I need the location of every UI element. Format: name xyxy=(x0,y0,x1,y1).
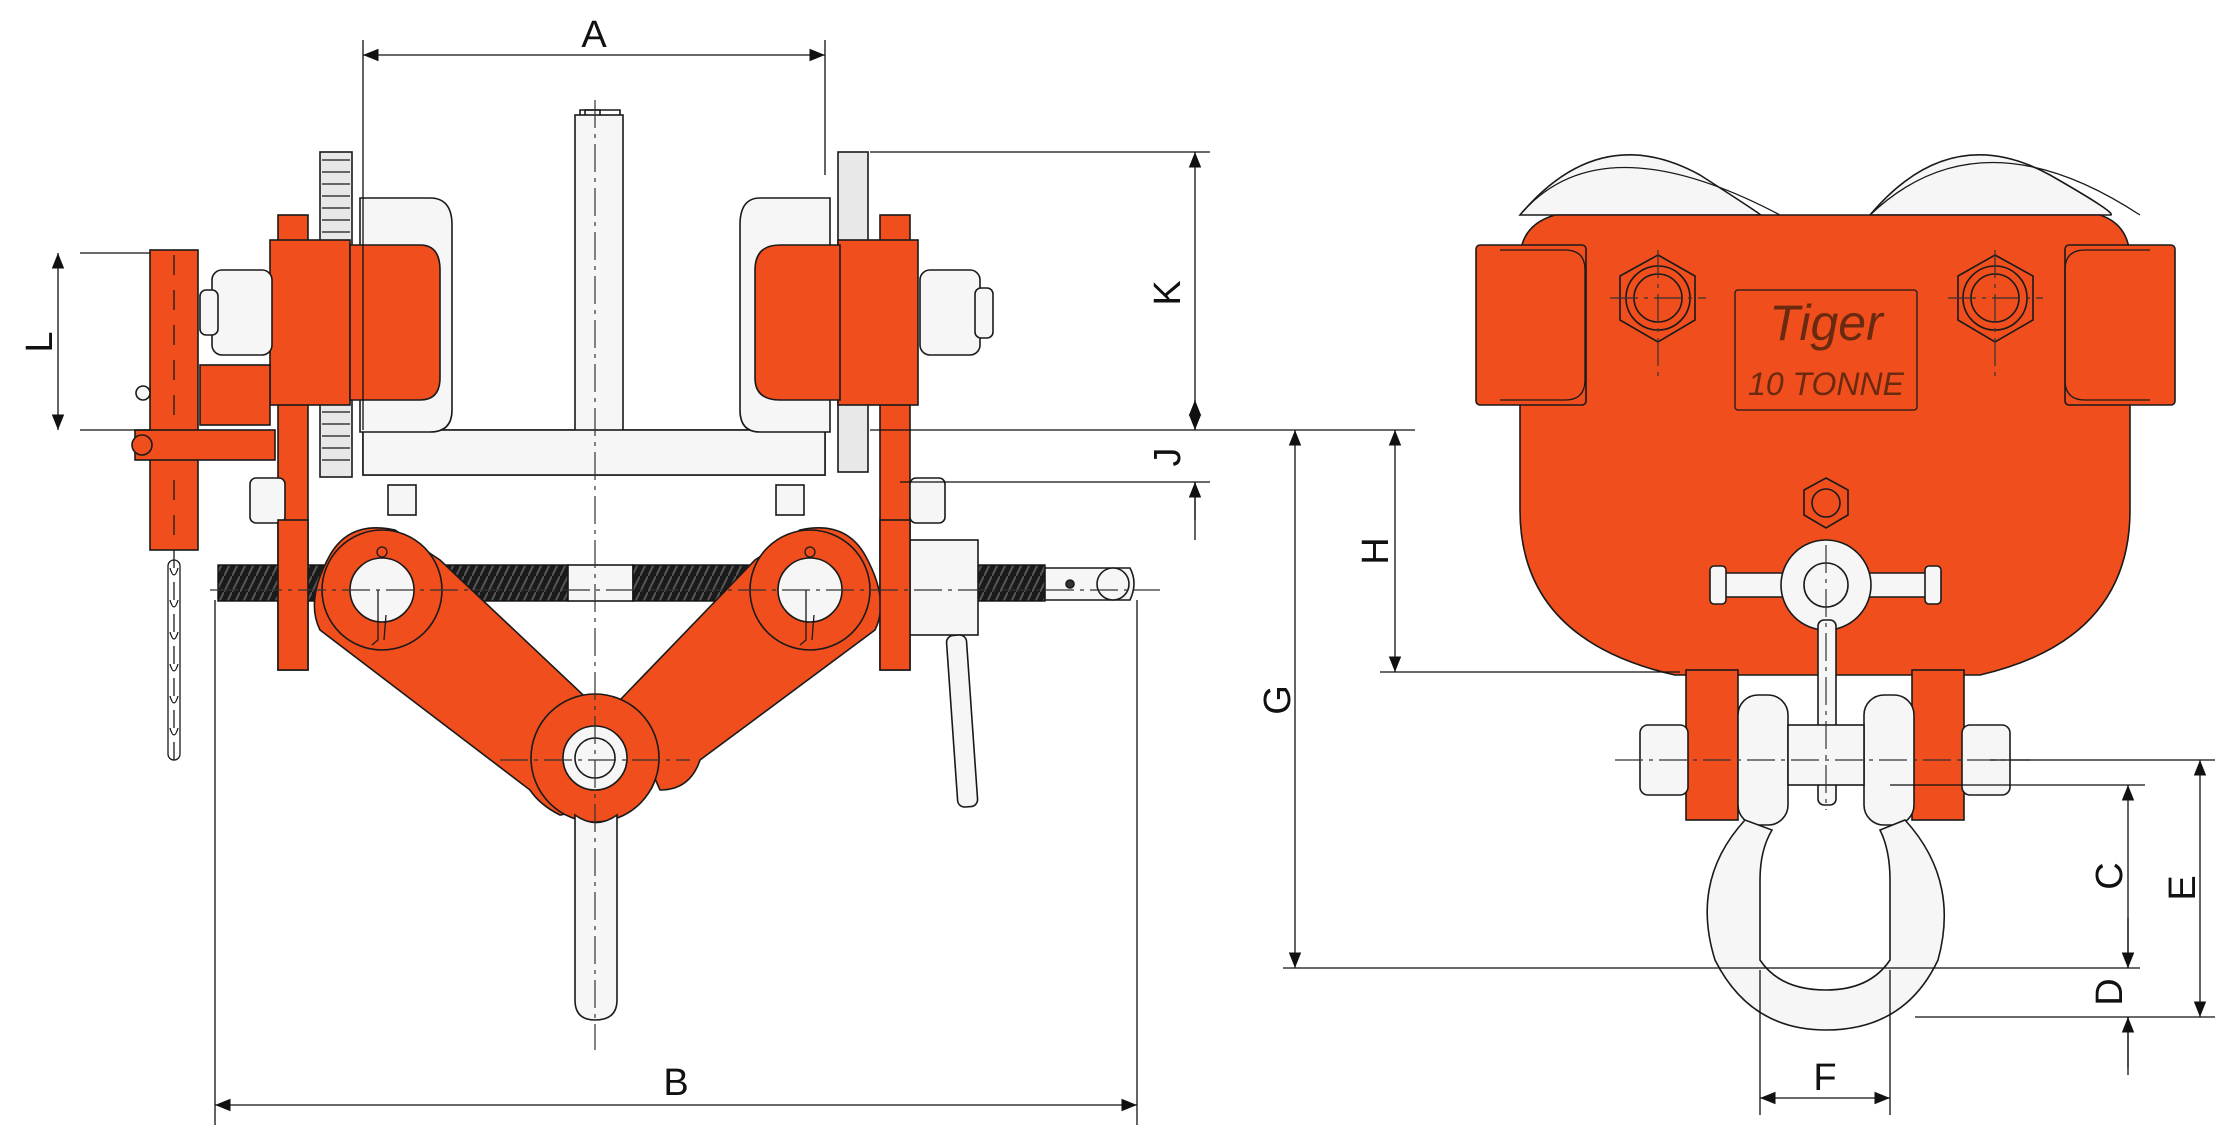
adjuster-handle xyxy=(945,634,979,808)
end-lower-left-plate xyxy=(1685,669,1739,821)
left-axle-nut xyxy=(211,269,273,356)
right-spacer xyxy=(775,484,805,516)
side-view xyxy=(131,100,1160,1050)
dim-label-g: G xyxy=(1257,685,1299,715)
end-view: Tiger 10 TONNE xyxy=(1475,154,2176,1031)
dim-label-e: E xyxy=(2162,875,2204,900)
end-right-axle xyxy=(1948,250,2043,380)
dim-label-f: F xyxy=(1813,1057,1836,1099)
dimension-labels: A B L K J G H C D E F xyxy=(19,14,2204,1104)
end-wheel-left xyxy=(1518,154,1762,217)
dim-label-d: D xyxy=(2089,978,2131,1005)
brand-name: Tiger xyxy=(1769,295,1885,351)
dim-label-k: K xyxy=(1147,280,1189,305)
end-lower-right-plate xyxy=(1911,669,1965,821)
right-axle-nut xyxy=(919,269,981,356)
end-left-axle xyxy=(1610,250,1706,380)
v-clamp-arms xyxy=(313,526,882,823)
dim-label-a: A xyxy=(581,14,607,56)
dim-label-j: J xyxy=(1147,448,1189,467)
dim-label-h: H xyxy=(1355,537,1397,564)
end-right-flange xyxy=(2064,244,2176,406)
left-spacer xyxy=(387,484,417,516)
end-left-flange xyxy=(1475,244,1587,406)
nameplate: Tiger 10 TONNE xyxy=(1734,289,1918,411)
capacity-label: 10 TONNE xyxy=(1748,366,1905,402)
dim-label-b: B xyxy=(663,1062,688,1104)
dim-label-l: L xyxy=(19,331,61,352)
suspension-eye xyxy=(574,813,618,1021)
hand-chain-wheel xyxy=(131,249,276,761)
i-beam xyxy=(362,109,826,476)
end-wheel-right xyxy=(1868,154,2113,216)
dim-label-c: C xyxy=(2089,862,2131,889)
dimension-lines xyxy=(51,40,2215,1125)
